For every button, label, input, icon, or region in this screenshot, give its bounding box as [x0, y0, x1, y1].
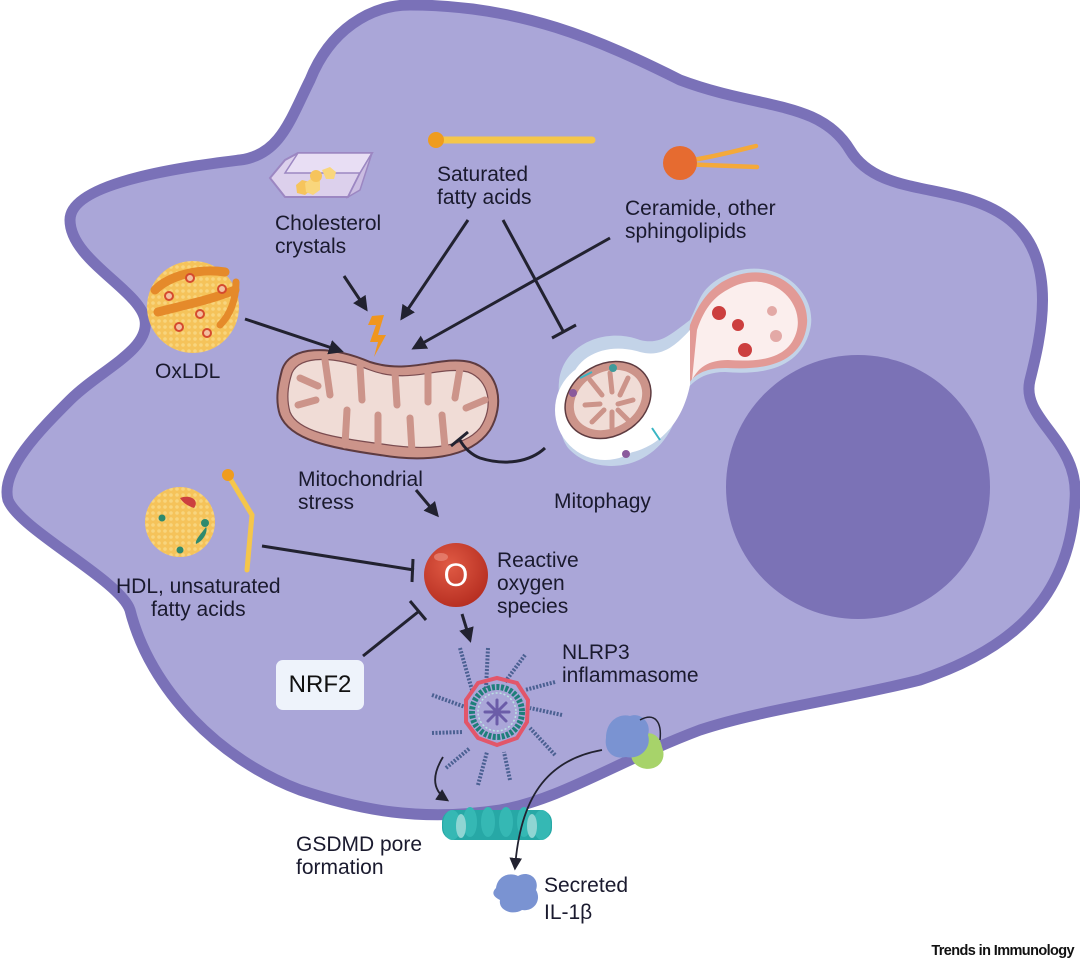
unsaturated-fatty-acid-icon — [222, 469, 255, 573]
arrow-sfa-to-stress — [400, 219, 470, 321]
mitophagy-icon — [555, 268, 812, 466]
arrow-stress-to-ros — [414, 489, 439, 518]
thin-arrows — [434, 749, 603, 871]
ros-symbol: O — [444, 557, 469, 593]
journal-name: Trends in Immunology — [931, 943, 1074, 959]
label-nlrp3: NLRP3 inflammasome — [562, 641, 699, 687]
lightning-icon — [368, 315, 386, 357]
hdl-particle-icon — [145, 487, 215, 557]
arrow-oxldl-to-stress — [244, 317, 344, 355]
inhibit-mitophagy-to-stress — [458, 439, 547, 464]
caspase-protein-icon — [605, 715, 664, 769]
label-saturated-fatty-acids: Saturated fatty acids — [437, 163, 532, 209]
saturated-fatty-acid-icon — [428, 132, 596, 148]
il1b-protein-icon — [493, 873, 539, 913]
arrow-ros-to-nlrp3 — [459, 613, 474, 643]
inhibition-lines — [261, 219, 577, 658]
nrf2-box: NRF2 — [276, 660, 364, 710]
ceramide-icon — [663, 143, 760, 180]
arrow-cholesterol-to-stress — [342, 275, 368, 312]
mitochondrion-icon — [276, 349, 500, 460]
ros-icon — [424, 543, 488, 607]
nucleus — [726, 355, 990, 619]
label-hdl: HDL, unsaturated fatty acids — [116, 575, 281, 621]
label-ceramide: Ceramide, other sphingolipids — [625, 197, 776, 243]
inhibit-nrf2-to-ros — [362, 610, 419, 658]
inhibit-hdl-to-ros — [261, 544, 415, 572]
arrow-ceramide-to-stress — [411, 236, 611, 350]
label-il1b: Secreted IL-1β — [544, 874, 629, 924]
oxldl-particle-icon — [147, 261, 240, 353]
arrow-il1b-release — [509, 749, 603, 871]
inhibit-sfa-to-mitophagy — [501, 219, 565, 332]
activation-arrows — [244, 219, 611, 643]
label-oxldl: OxLDL — [155, 360, 221, 383]
label-gsdmd: GSDMD pore formation — [296, 833, 423, 879]
label-mitophagy: Mitophagy — [554, 490, 651, 513]
label-ros: Reactive oxygen species — [497, 549, 579, 618]
arrow-nlrp3-to-gsdmd — [434, 756, 450, 802]
gsdmd-pore-icon — [442, 807, 552, 840]
nlrp3-inflammasome-icon — [431, 647, 563, 786]
label-cholesterol-crystals: Cholesterol crystals — [275, 212, 382, 258]
cholesterol-crystal-icon — [268, 152, 374, 199]
label-mitochondrial-stress: Mitochondrial stress — [298, 468, 423, 514]
